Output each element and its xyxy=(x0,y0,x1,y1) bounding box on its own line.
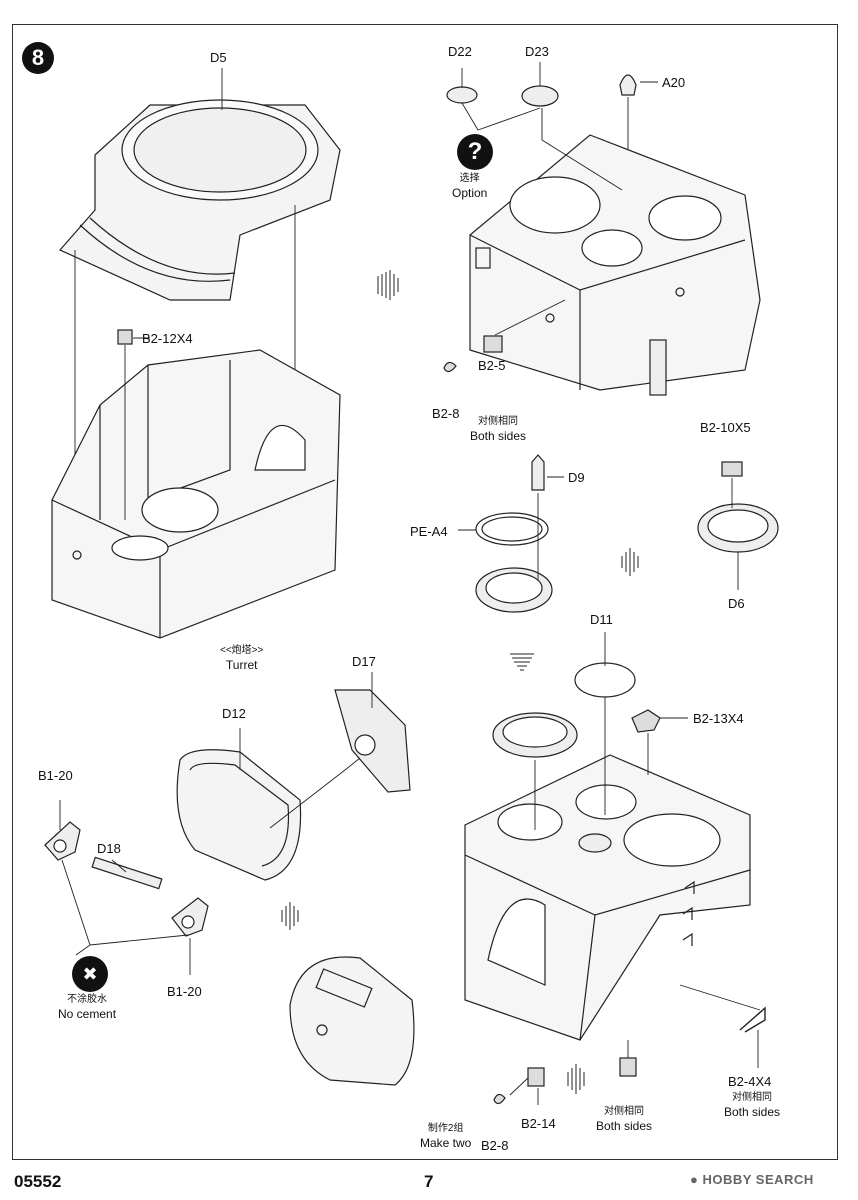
label-b2-8-bottom: B2-8 xyxy=(481,1138,509,1153)
label-d22: D22 xyxy=(448,44,472,59)
both-sides-caption-1: 对侧相同 Both sides xyxy=(470,414,526,444)
label-d5: D5 xyxy=(210,50,227,65)
label-b2-14: B2-14 xyxy=(521,1116,556,1131)
watermark: ● HOBBY SEARCH xyxy=(690,1172,814,1187)
page-number: 7 xyxy=(424,1172,434,1191)
watermark-text: HOBBY SEARCH xyxy=(702,1172,814,1187)
page-frame xyxy=(12,24,838,1160)
turret-top-right-drawing xyxy=(469,134,761,396)
make-two-en: Make two xyxy=(420,1136,472,1150)
step-arrow-left xyxy=(621,548,639,576)
question-icon: ? xyxy=(457,134,493,170)
option-caption-cn: 选择 xyxy=(459,173,480,184)
label-d6: D6 xyxy=(728,596,745,611)
label-b2-8-top: B2-8 xyxy=(432,406,460,421)
label-a20: A20 xyxy=(662,75,686,90)
turret-caption: <<炮塔>> Turret xyxy=(220,643,263,673)
step-number-badge: 8 xyxy=(22,42,54,74)
both-sides-en-2: Both sides xyxy=(596,1119,653,1133)
step-arrow-right-2 xyxy=(567,1064,585,1094)
label-pe-a4: PE-A4 xyxy=(410,524,448,539)
label-b2-13x4: B2-13X4 xyxy=(693,711,744,726)
label-d23: D23 xyxy=(525,44,549,59)
no-glue-icon: ✖ xyxy=(72,956,108,992)
no-cement-cn: 不涂胶水 xyxy=(67,994,108,1005)
turret-body-drawing xyxy=(51,349,341,639)
both-sides-cn-1: 对侧相同 xyxy=(478,416,519,427)
step-arrow-right xyxy=(377,270,399,300)
label-d17: D17 xyxy=(352,654,376,669)
turret-final-drawing xyxy=(464,754,751,1041)
kit-number: 05552 xyxy=(14,1172,62,1191)
turret-caption-en: Turret xyxy=(225,658,258,672)
label-d9: D9 xyxy=(568,470,585,485)
both-sides-cn-2: 对侧相同 xyxy=(604,1106,645,1117)
label-b1-20-left: B1-20 xyxy=(38,768,73,783)
label-b1-20-bottom: B1-20 xyxy=(167,984,202,999)
step-arrow-left-2 xyxy=(281,902,299,930)
option-caption-en: Option xyxy=(452,186,488,200)
make-two-cn: 制作2组 xyxy=(427,1123,464,1134)
both-sides-en-3: Both sides xyxy=(724,1105,781,1119)
no-cement-caption: 不涂胶水 No cement xyxy=(58,992,116,1022)
turret-caption-cn: <<炮塔>> xyxy=(220,645,264,656)
both-sides-caption-2: 对侧相同 Both sides xyxy=(596,1104,652,1134)
label-d11: D11 xyxy=(590,612,613,627)
step-arrow-down xyxy=(510,653,534,671)
label-b2-5: B2-5 xyxy=(478,358,506,373)
part-d5-drawing xyxy=(59,99,341,301)
option-caption: 选择 Option xyxy=(452,171,487,201)
both-sides-en-1: Both sides xyxy=(470,429,527,443)
label-b2-10x5: B2-10X5 xyxy=(700,420,751,435)
both-sides-caption-3: 对侧相同 Both sides xyxy=(724,1090,780,1120)
label-b2-4x4: B2-4X4 xyxy=(728,1074,772,1089)
label-d18: D18 xyxy=(97,841,121,856)
make-two-caption: 制作2组 Make two xyxy=(420,1121,471,1151)
both-sides-cn-3: 对侧相同 xyxy=(732,1092,773,1103)
label-d12: D12 xyxy=(222,706,246,721)
watermark-logo-icon: ● xyxy=(690,1172,699,1187)
no-cement-en: No cement xyxy=(58,1007,117,1021)
label-b2-12x4: B2-12X4 xyxy=(142,331,193,346)
